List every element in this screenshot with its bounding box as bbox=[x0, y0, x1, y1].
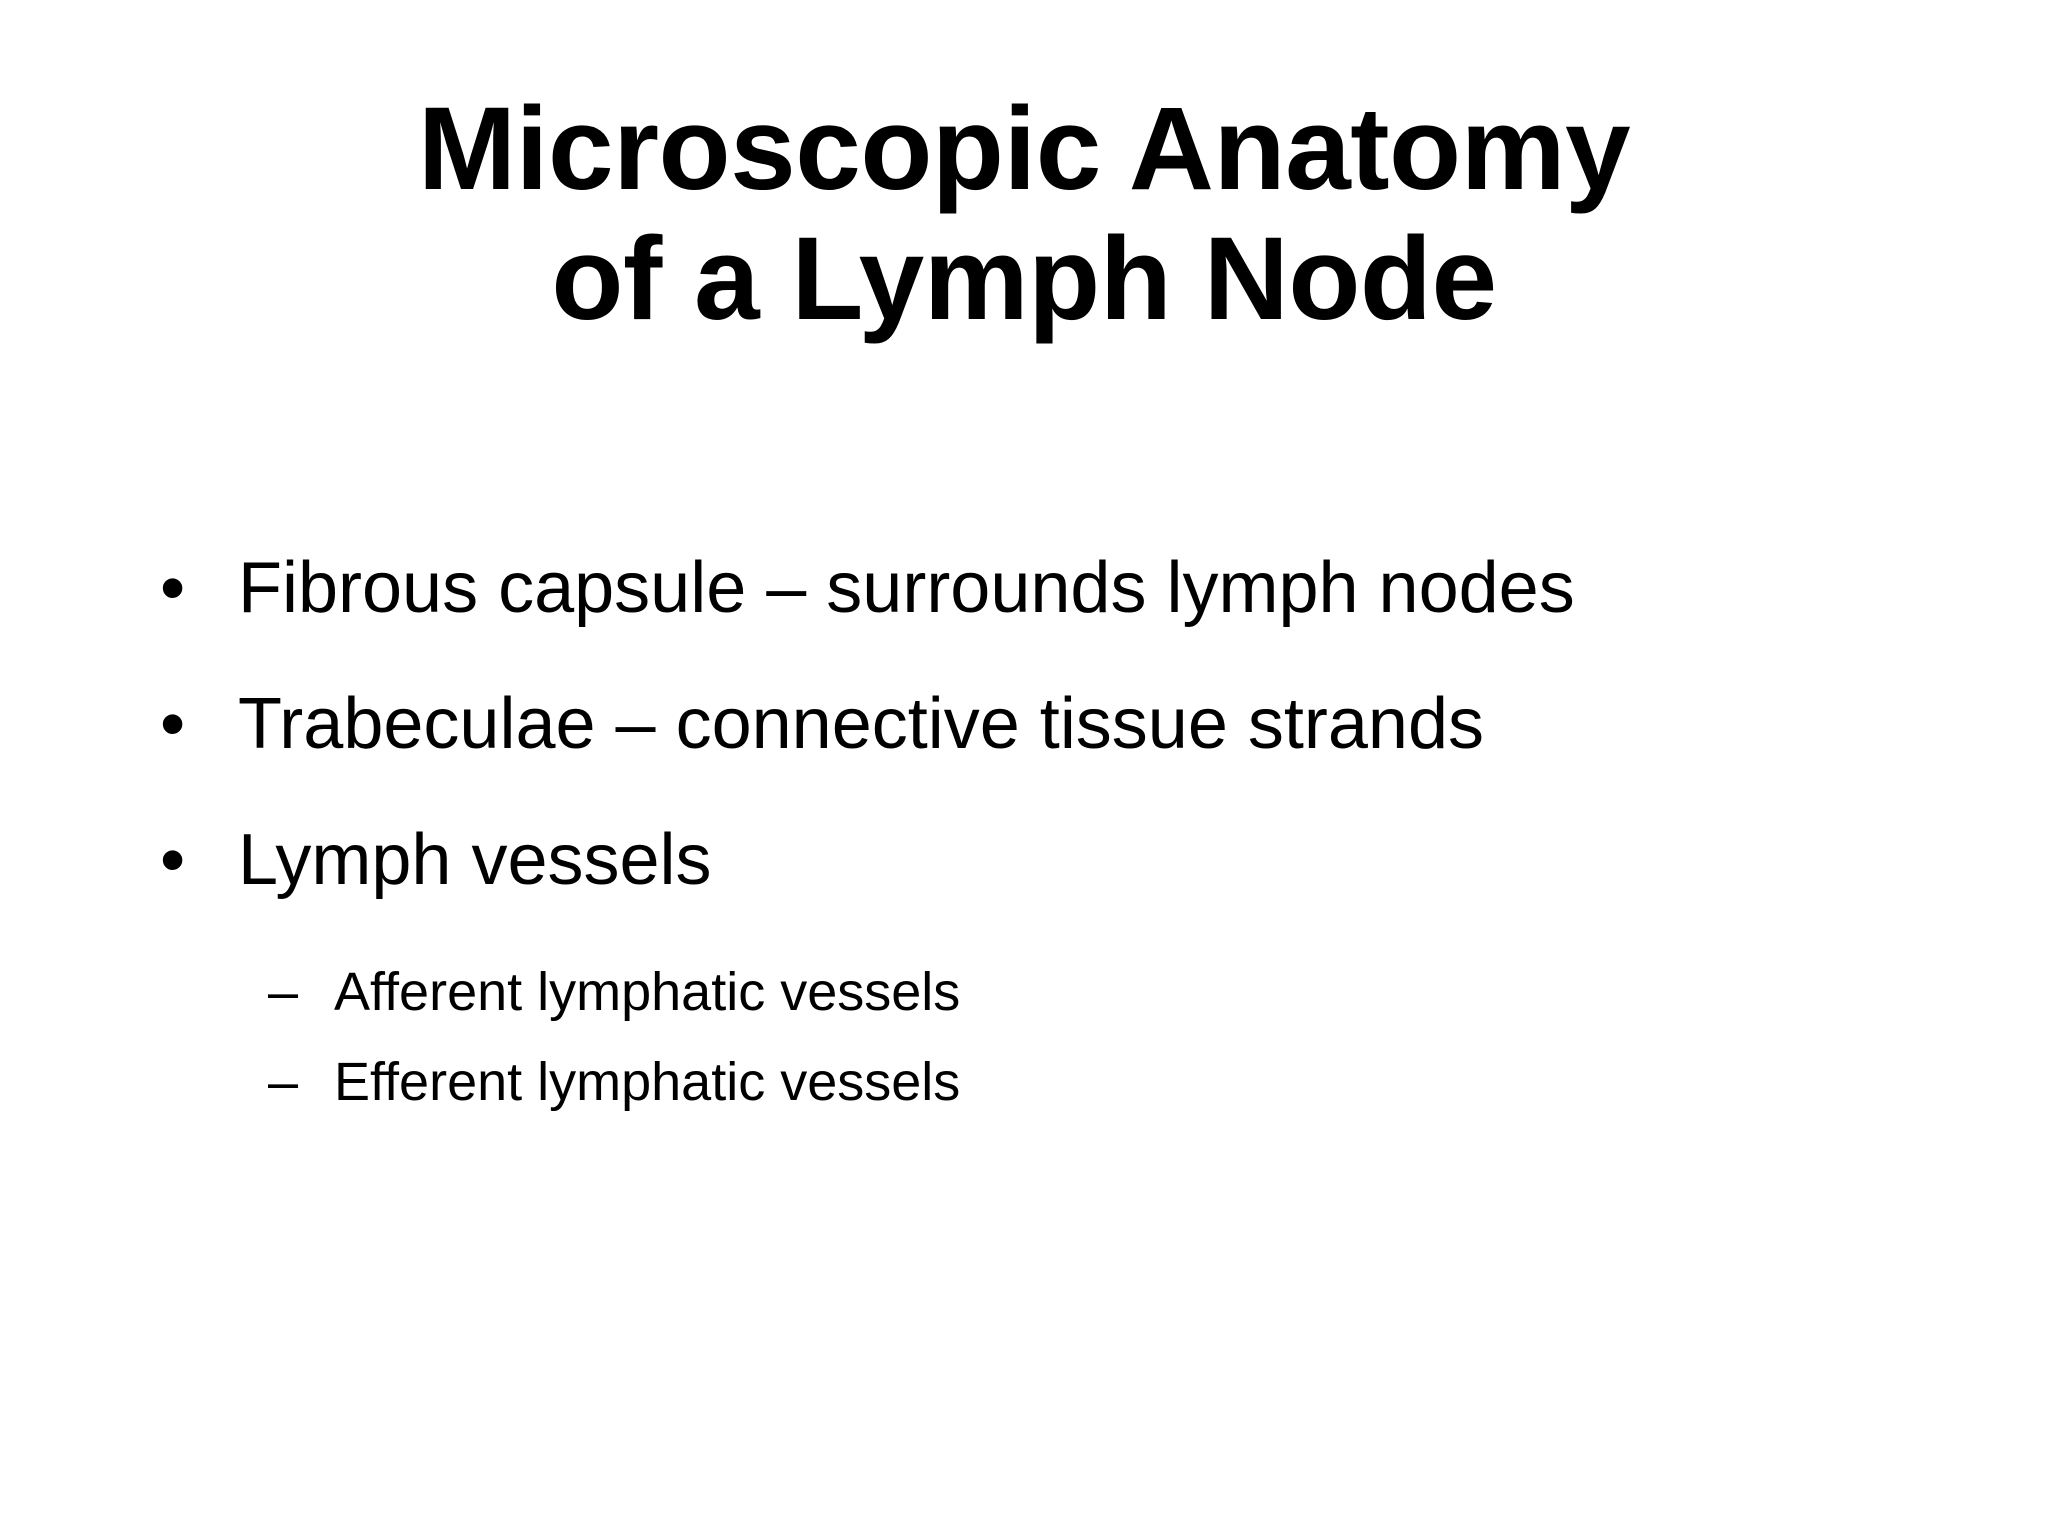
sub-list-item: – Efferent lymphatic vessels bbox=[268, 1043, 1950, 1121]
bullet-dot-icon: • bbox=[160, 684, 186, 764]
bullet-dot-icon: • bbox=[160, 548, 186, 628]
sub-list-item-label: Afferent lymphatic vessels bbox=[334, 962, 961, 1022]
sub-bullet-list: – Afferent lymphatic vessels – Efferent … bbox=[268, 953, 1950, 1121]
list-item: • Trabeculae – connective tissue strands bbox=[150, 681, 1950, 767]
page-title: Microscopic Anatomy of a Lymph Node bbox=[0, 84, 2048, 344]
bullet-dot-icon: • bbox=[160, 820, 186, 900]
sub-list-item: – Afferent lymphatic vessels bbox=[268, 953, 1950, 1031]
dash-marker-icon: – bbox=[268, 962, 299, 1022]
sub-list-item-label: Efferent lymphatic vessels bbox=[334, 1052, 961, 1112]
bullet-list: • Fibrous capsule – surrounds lymph node… bbox=[150, 545, 1950, 1121]
list-item-label: Trabeculae – connective tissue strands bbox=[238, 684, 1485, 764]
title-line-2: of a Lymph Node bbox=[551, 213, 1497, 345]
title-line-1: Microscopic Anatomy bbox=[417, 83, 1631, 215]
list-item: • Fibrous capsule – surrounds lymph node… bbox=[150, 545, 1950, 631]
list-item-label: Fibrous capsule – surrounds lymph nodes bbox=[238, 548, 1575, 628]
list-item: • Lymph vessels bbox=[150, 817, 1950, 903]
list-item-label: Lymph vessels bbox=[238, 820, 712, 900]
dash-marker-icon: – bbox=[268, 1052, 299, 1112]
